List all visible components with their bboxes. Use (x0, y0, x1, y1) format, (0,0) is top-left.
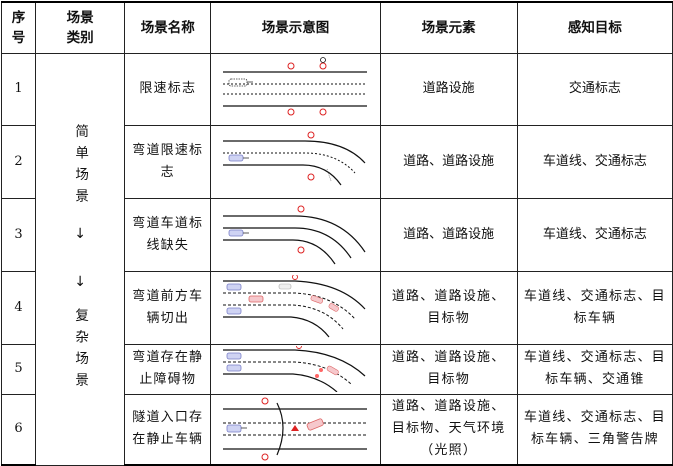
table-row: 5 弯道存在静止障碍物 道路、道路设施、目标物 车道线、交通标志、目标车辆、交通… (0, 343, 673, 395)
row-index: 6 (0, 393, 37, 466)
row-index: 5 (0, 343, 37, 395)
row-name: 限速标志 (124, 52, 212, 126)
row-name: 弯道限速标志 (124, 124, 212, 199)
row-target: 车道线、交通标志 (516, 197, 673, 272)
row-name: 弯道车道标线缺失 (124, 197, 212, 272)
table-row: 3 弯道车道标线缺失 道路、道路设施 车道线、交通标志 (0, 197, 673, 272)
down-arrow-icon: ↓ (74, 226, 86, 242)
table-row: 2 弯道限速标志 道路、道路设施 车道线、交通标志 (0, 124, 673, 199)
row-target: 交通标志 (516, 52, 673, 126)
table-row: 6 隧道入口存在静止车辆 道路、道路设施、目标物、天气环境（光照） 车道线、交通… (0, 393, 673, 466)
row-target: 车道线、交通标志、目标车辆、三角警告牌 (516, 393, 673, 466)
table-row: 1 简单场景 ↓ ↓ 复杂场景 限速标志 (0, 52, 673, 466)
scenario-diagram (210, 343, 381, 395)
curve-speed-limit-diagram (223, 131, 366, 185)
row-elements: 道路、道路设施、目标物、天气环境（光照） (379, 393, 518, 466)
row-elements: 道路、道路设施、目标物 (379, 343, 518, 395)
header-diagram: 场景示意图 (210, 1, 381, 54)
row-elements: 道路、道路设施、目标物 (379, 270, 518, 345)
header-row: 序号 场景类别 场景名称 场景示意图 场景元素 感知目标 (0, 1, 673, 54)
row-elements: 道路、道路设施 (379, 197, 518, 272)
row-name: 弯道存在静止障碍物 (124, 343, 212, 395)
row-index: 1 (0, 52, 37, 126)
category-complex: 复杂场景 (72, 308, 89, 394)
scenario-diagram (210, 124, 381, 199)
row-index: 2 (0, 124, 37, 199)
row-index: 3 (0, 197, 37, 272)
speed-limit-diagram (223, 57, 368, 116)
row-name: 隧道入口存在静止车辆 (124, 393, 212, 466)
row-target: 车道线、交通标志 (516, 124, 673, 199)
row-index: 4 (0, 270, 37, 345)
cut-out-vehicle-diagram (223, 274, 366, 337)
scenario-diagram (210, 52, 381, 126)
header-index: 序号 (0, 1, 37, 54)
scenario-diagram (210, 197, 381, 272)
header-elements: 场景元素 (379, 1, 518, 54)
tunnel-entrance-diagram (223, 397, 368, 461)
row-elements: 道路、道路设施 (379, 124, 518, 199)
scenario-diagram (210, 393, 381, 466)
header-target: 感知目标 (516, 1, 673, 54)
row-name: 弯道前方车辆切出 (124, 270, 212, 345)
row-target: 车道线、交通标志、目标车辆 (516, 270, 673, 345)
header-name: 场景名称 (124, 1, 212, 54)
header-category: 场景类别 (35, 1, 126, 54)
missing-lane-line-diagram (223, 205, 366, 264)
category-cell: 简单场景 ↓ ↓ 复杂场景 (35, 52, 126, 466)
scenario-diagram (210, 270, 381, 345)
row-elements: 道路设施 (379, 52, 518, 126)
down-arrow-icon: ↓ (74, 274, 86, 290)
static-obstacle-diagram (223, 346, 366, 392)
row-target: 车道线、交通标志、目标车辆、交通锥 (516, 343, 673, 395)
category-simple: 简单场景 (72, 124, 89, 210)
